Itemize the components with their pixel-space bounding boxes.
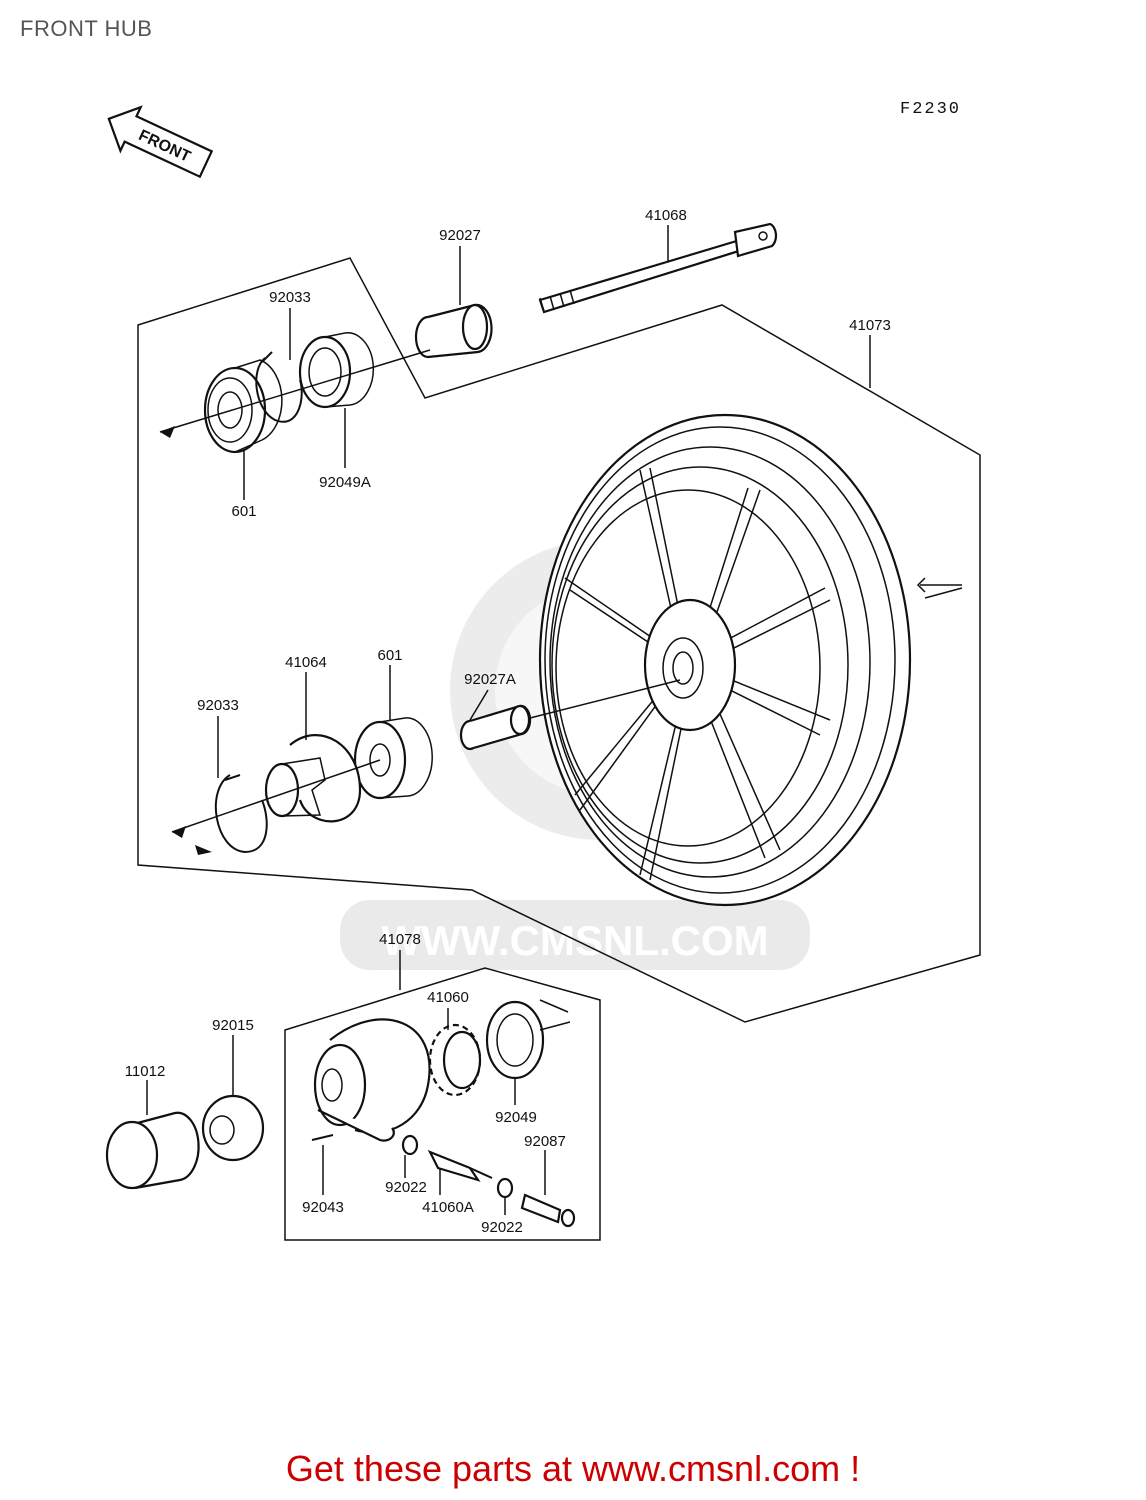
exploded-parts-diagram: WWW.CMSNL.COM FRONT bbox=[105, 105, 981, 1241]
label-part-92033-upper: 92033 bbox=[269, 289, 311, 306]
washer-92022-lower bbox=[496, 1177, 514, 1199]
label-part-92049A: 92049A bbox=[319, 474, 371, 491]
label-part-92033-lower: 92033 bbox=[197, 697, 239, 714]
circlip-92033-upper bbox=[255, 351, 303, 423]
label-part-92049: 92049 bbox=[495, 1109, 537, 1126]
label-part-92022-upper: 92022 bbox=[385, 1179, 427, 1196]
label-part-41060A: 41060A bbox=[422, 1199, 474, 1216]
label-part-601-upper: 601 bbox=[231, 503, 256, 520]
label-part-92015: 92015 bbox=[212, 1017, 254, 1034]
cover-41064 bbox=[264, 734, 362, 823]
drive-gear-41060 bbox=[428, 1023, 482, 1097]
label-part-41064: 41064 bbox=[285, 654, 327, 671]
nut-92015 bbox=[201, 1094, 265, 1162]
label-part-92027A: 92027A bbox=[464, 671, 516, 688]
bearing-601-lower bbox=[353, 717, 433, 800]
spacer-92027A bbox=[459, 679, 681, 751]
wheel-assembly-outline bbox=[137, 257, 981, 1023]
cta-link[interactable]: Get these parts at www.cmsnl.com ! bbox=[285, 1448, 861, 1489]
pin-92043 bbox=[311, 1134, 334, 1141]
speedometer-gearbox-41078 bbox=[313, 1018, 431, 1142]
label-part-11012: 11012 bbox=[125, 1063, 166, 1080]
page-title: FRONT HUB bbox=[20, 16, 153, 41]
axle-41068 bbox=[538, 222, 778, 314]
front-direction-arrow: FRONT bbox=[107, 105, 214, 179]
label-part-92087: 92087 bbox=[524, 1133, 566, 1150]
leader-lines bbox=[146, 225, 871, 1215]
label-part-41060: 41060 bbox=[427, 989, 469, 1006]
label-part-92022-lower: 92022 bbox=[481, 1219, 523, 1236]
collar-92027 bbox=[414, 303, 493, 359]
label-part-41068: 41068 bbox=[645, 207, 687, 224]
seal-92049A bbox=[298, 332, 375, 409]
cap-11012 bbox=[105, 1111, 200, 1190]
circlip-92033-lower bbox=[214, 774, 268, 854]
label-part-41073: 41073 bbox=[849, 317, 891, 334]
bushing-92087 bbox=[520, 1193, 576, 1228]
label-part-601-lower: 601 bbox=[377, 647, 402, 664]
label-part-92027: 92027 bbox=[439, 227, 481, 244]
pinion-41060A bbox=[427, 1149, 493, 1182]
diagram-reference-code: F2230 bbox=[900, 100, 962, 119]
label-part-41078: 41078 bbox=[379, 931, 421, 948]
label-part-92043: 92043 bbox=[302, 1199, 344, 1216]
seal-92049 bbox=[485, 1000, 545, 1080]
front-wheel-41073 bbox=[538, 413, 912, 907]
washer-92022-upper bbox=[401, 1134, 419, 1156]
speedometer-gear-outline bbox=[284, 967, 601, 1241]
